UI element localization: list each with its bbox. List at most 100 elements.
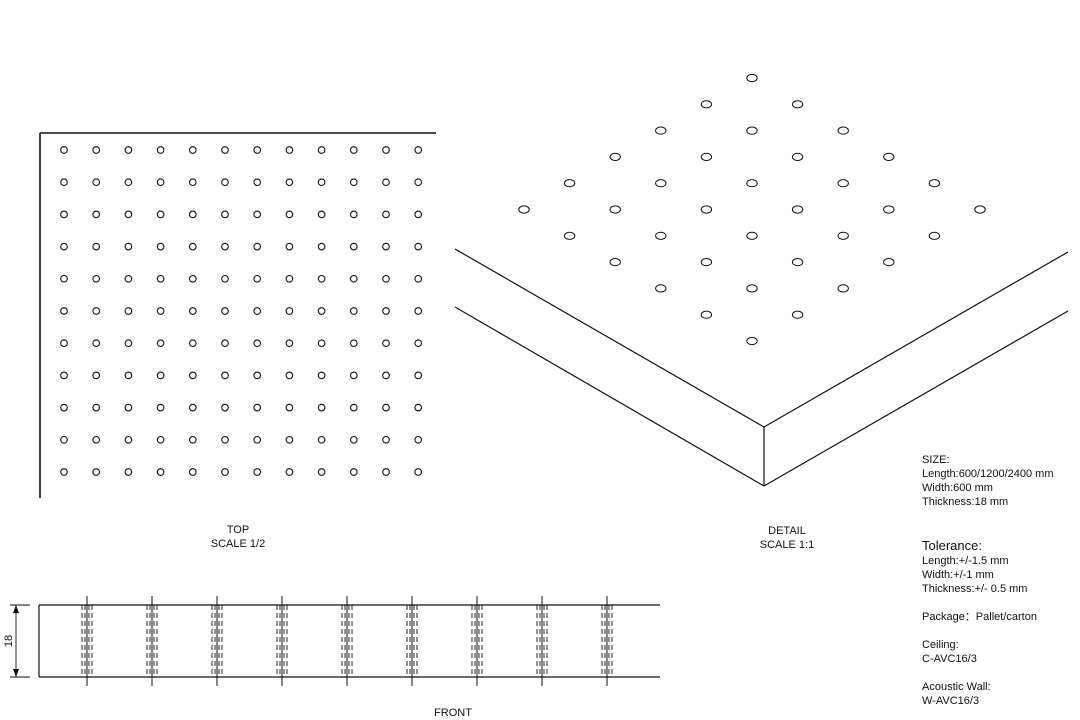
detail-view-holes xyxy=(518,73,986,346)
top-hole xyxy=(349,435,358,444)
size-spec: SIZE: Length:600/1200/2400 mm Width:600 … xyxy=(922,453,1078,509)
top-view-holes xyxy=(60,146,423,476)
detail-hole xyxy=(655,284,667,293)
top-hole xyxy=(221,435,229,444)
top-hole xyxy=(124,371,133,380)
tolerance-width: Width:+/-1 mm xyxy=(922,569,994,581)
top-hole xyxy=(382,403,390,412)
detail-hole xyxy=(700,205,713,214)
top-hole xyxy=(253,242,262,251)
size-heading: SIZE: xyxy=(922,454,950,466)
top-hole xyxy=(382,339,390,348)
top-hole xyxy=(156,403,165,412)
wall-code: W-AVC16/3 xyxy=(922,695,980,707)
dimension-arrow-top xyxy=(13,605,19,613)
top-hole xyxy=(317,371,326,380)
detail-hole xyxy=(700,310,713,319)
top-hole xyxy=(349,468,358,476)
top-hole xyxy=(156,178,165,187)
package-text: Package：Pallet/carton xyxy=(922,611,1037,623)
detail-hole xyxy=(518,205,530,214)
detail-top-right-edge xyxy=(763,251,1069,428)
top-hole xyxy=(92,242,101,251)
top-view: TOP SCALE 1/2 xyxy=(39,132,436,550)
tolerance-thickness: Thickness:+/- 0.5 mm xyxy=(922,583,1028,595)
top-hole xyxy=(92,371,101,380)
detail-hole xyxy=(609,258,621,267)
top-hole xyxy=(92,274,101,283)
tolerance-spec: Tolerance: Length:+/-1.5 mm Width:+/-1 m… xyxy=(922,538,1078,596)
size-width: Width:600 mm xyxy=(922,482,993,494)
detail-view-scale: SCALE 1:1 xyxy=(760,539,814,551)
top-hole xyxy=(285,339,294,348)
top-hole xyxy=(414,274,423,283)
top-hole xyxy=(414,146,423,154)
top-hole xyxy=(124,403,133,412)
top-hole xyxy=(382,242,390,251)
top-hole xyxy=(156,339,165,348)
detail-hole xyxy=(700,100,713,109)
top-hole xyxy=(349,210,358,219)
top-hole xyxy=(317,435,326,444)
top-hole xyxy=(188,403,197,412)
top-hole xyxy=(285,371,294,380)
top-hole xyxy=(414,371,423,380)
top-hole xyxy=(382,468,390,476)
top-hole xyxy=(414,242,423,251)
top-hole xyxy=(60,468,68,476)
top-hole xyxy=(124,274,133,283)
top-hole xyxy=(317,242,326,251)
detail-hole xyxy=(791,310,804,319)
top-hole xyxy=(92,435,101,444)
top-hole xyxy=(382,371,390,380)
ceiling-code: C-AVC16/3 xyxy=(922,653,977,665)
front-view: 18 FRONT xyxy=(3,596,660,719)
top-hole xyxy=(317,210,326,219)
detail-hole xyxy=(746,126,758,135)
detail-hole xyxy=(746,179,758,188)
detail-view-title: DETAIL xyxy=(768,525,806,537)
detail-top-left-edge xyxy=(454,248,765,428)
top-hole xyxy=(221,468,229,476)
detail-hole xyxy=(791,205,804,214)
top-hole xyxy=(414,178,423,187)
top-hole xyxy=(124,210,133,219)
top-hole xyxy=(156,371,165,380)
top-hole xyxy=(414,210,423,219)
top-hole xyxy=(349,339,358,348)
top-hole xyxy=(285,178,294,187)
wall-heading: Acoustic Wall: xyxy=(922,681,991,693)
top-hole xyxy=(156,307,165,315)
detail-hole xyxy=(974,205,986,214)
top-view-scale: SCALE 1/2 xyxy=(211,538,265,550)
top-hole xyxy=(414,307,423,315)
top-hole xyxy=(60,371,68,380)
top-hole xyxy=(92,339,101,348)
top-hole xyxy=(253,307,262,315)
detail-hole xyxy=(746,336,758,346)
top-hole xyxy=(188,146,197,154)
detail-bottom-right-edge xyxy=(763,310,1069,487)
top-hole xyxy=(285,468,294,476)
top-hole xyxy=(124,339,133,348)
top-hole xyxy=(253,178,262,187)
ceiling-spec: Ceiling: C-AVC16/3 xyxy=(922,638,1078,666)
top-hole xyxy=(60,274,68,283)
top-hole xyxy=(188,371,197,380)
detail-hole xyxy=(837,179,849,188)
top-hole xyxy=(253,468,262,476)
top-hole xyxy=(414,468,423,476)
top-hole xyxy=(221,242,229,251)
top-hole xyxy=(124,242,133,251)
top-hole xyxy=(253,146,262,154)
top-hole xyxy=(414,435,423,444)
top-hole xyxy=(414,403,423,412)
top-hole xyxy=(349,307,358,315)
top-hole xyxy=(156,210,165,219)
top-hole xyxy=(188,242,197,251)
top-hole xyxy=(253,210,262,219)
detail-hole xyxy=(563,179,576,188)
ceiling-heading: Ceiling: xyxy=(922,639,959,651)
detail-hole xyxy=(655,179,667,188)
